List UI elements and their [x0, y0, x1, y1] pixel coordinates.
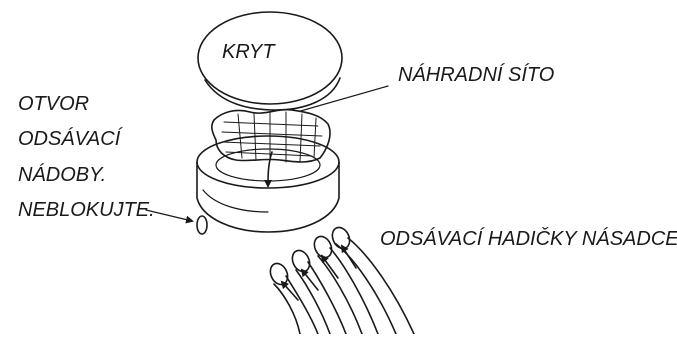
opening-label-line-1: OTVOR: [18, 93, 89, 115]
cover-label: KRYT: [222, 41, 276, 63]
opening-label-line-2: ODSÁVACÍ: [18, 127, 124, 150]
opening-label-line-3: NÁDOBY.: [18, 163, 106, 186]
container-opening-port: [197, 216, 207, 234]
opening-label-line-4: NEBLOKUJTE.: [18, 199, 155, 221]
tube-arrow-3: [322, 256, 338, 278]
tube-1: [267, 261, 318, 334]
tube-2: [289, 248, 346, 334]
tube-arrow-4: [342, 246, 356, 268]
suction-tubes-label: ODSÁVACÍ HADIČKY NÁSADCE: [380, 227, 677, 250]
replacement-filter-label: NÁHRADNÍ SÍTO: [398, 63, 554, 86]
